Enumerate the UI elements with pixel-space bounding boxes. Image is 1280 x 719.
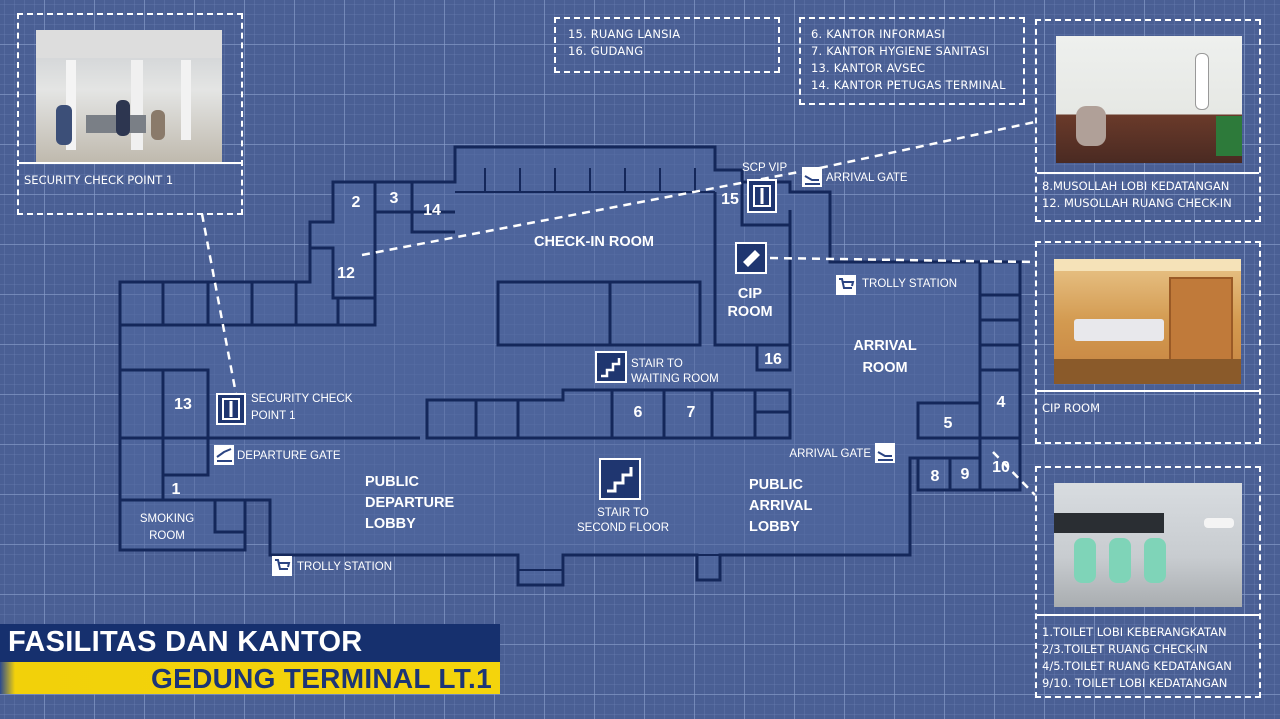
departure-gate-icon [214,445,234,465]
legend-offices: 6. KANTOR INFORMASI 7. KANTOR HYGIENE SA… [799,17,1025,105]
legend-storage: 15. RUANG LANSIA 16. GUDANG [554,17,780,73]
room-number-7: 7 [687,404,696,421]
room-number-10: 10 [992,459,1010,476]
stair-second-floor-label-1: STAIR TO [597,507,649,519]
room-number-15: 15 [721,191,739,208]
trolly-station-right-label: TROLLY STATION [862,278,957,290]
arrival-gate-icon [875,443,895,463]
public-departure-lobby-label-1: PUBLIC [365,474,420,490]
title-line-1: FASILITAS DAN KANTOR [8,626,363,658]
title-line-2: GEDUNG TERMINAL LT.1 [151,663,492,694]
security-check-label-1: SECURITY CHECK [251,393,353,405]
arrival-gate-icon [802,167,822,187]
smoking-room-label-2: ROOM [149,530,185,542]
public-arrival-lobby-label-2: ARRIVAL [749,498,813,514]
title-banner: FASILITAS DAN KANTOR GEDUNG TERMINAL LT.… [0,624,500,694]
security-panel-caption: SECURITY CHECK POINT 1 [24,173,174,187]
room-number-9: 9 [961,466,970,483]
toilet-line-2: 2/3.TOILET RUANG CHECK-IN [1042,642,1208,656]
arrival-gate-top-label: ARRIVAL GATE [826,172,908,184]
arrival-room-label-2: ROOM [862,360,907,376]
room-number-6: 6 [634,404,643,421]
legend-line: 16. GUDANG [568,44,644,58]
room-number-2: 2 [352,194,361,211]
musollah-line-1: 8.MUSOLLAH LOBI KEDATANGAN [1042,179,1230,193]
toilet-line-1: 1.TOILET LOBI KEBERANGKATAN [1042,625,1227,639]
title-line-2-bar: GEDUNG TERMINAL LT.1 [0,662,500,694]
security-checkpoint-photo [36,30,222,163]
public-arrival-lobby-label-1: PUBLIC [749,477,804,493]
smoking-room-label-1: SMOKING [140,513,194,525]
toilet-panel: 1.TOILET LOBI KEBERANGKATAN 2/3.TOILET R… [1035,466,1261,698]
public-departure-lobby-label-3: LOBBY [365,516,416,532]
security-check-label-2: POINT 1 [251,410,296,422]
departure-gate-label: DEPARTURE GATE [237,450,341,462]
room-number-12: 12 [337,265,355,282]
musollah-panel: 8.MUSOLLAH LOBI KEDATANGAN 12. MUSOLLAH … [1035,19,1261,222]
building-outline [118,145,1022,587]
room-number-4: 4 [997,394,1006,411]
toilet-line-3: 4/5.TOILET RUANG KEDATANGAN [1042,659,1232,673]
security-gate-icon [747,179,777,213]
cip-room-label-1: CIP [738,286,763,302]
public-departure-lobby-label-2: DEPARTURE [365,495,454,511]
trolly-station-left-label: TROLLY STATION [297,561,392,573]
toilet-photo [1054,483,1242,607]
stair-waiting-label-2: WAITING ROOM [631,373,719,385]
public-arrival-lobby-label-3: LOBBY [749,519,800,535]
security-gate-icon [216,393,246,425]
check-in-room-label: CHECK-IN ROOM [534,234,654,250]
room-number-13: 13 [174,396,192,413]
legend-line: 6. KANTOR INFORMASI [811,27,946,41]
cip-room-photo [1054,259,1241,384]
ticket-icon [735,242,767,274]
title-line-1-bar: FASILITAS DAN KANTOR [0,624,500,662]
cip-panel: CIP ROOM [1035,241,1261,444]
stairs-icon [595,351,627,383]
cip-room-label-2: ROOM [727,304,772,320]
legend-line: 14. KANTOR PETUGAS TERMINAL [811,78,1006,92]
room-number-1: 1 [172,481,181,498]
room-number-14: 14 [423,202,441,219]
room-number-8: 8 [931,468,940,485]
toilet-line-4: 9/10. TOILET LOBI KEDATANGAN [1042,676,1228,690]
trolley-icon [836,275,856,295]
trolley-icon [272,556,292,576]
arrival-room-label-1: ARRIVAL [853,338,917,354]
legend-line: 13. KANTOR AVSEC [811,61,926,75]
legend-line: 15. RUANG LANSIA [568,27,681,41]
stairs-icon [599,458,641,500]
room-number-16: 16 [764,351,782,368]
arrival-gate-mid-label: ARRIVAL GATE [789,448,871,460]
stair-waiting-label-1: STAIR TO [631,358,683,370]
scp-vip-label: SCP VIP [742,162,787,174]
cip-panel-caption: CIP ROOM [1042,401,1101,415]
stair-second-floor-label-2: SECOND FLOOR [577,522,669,534]
musollah-photo [1056,36,1242,163]
room-number-5: 5 [944,415,953,432]
musollah-line-2: 12. MUSOLLAH RUANG CHECK-IN [1042,196,1232,210]
security-panel: SECURITY CHECK POINT 1 [17,13,243,215]
room-number-3: 3 [390,190,399,207]
legend-line: 7. KANTOR HYGIENE SANITASI [811,44,990,58]
